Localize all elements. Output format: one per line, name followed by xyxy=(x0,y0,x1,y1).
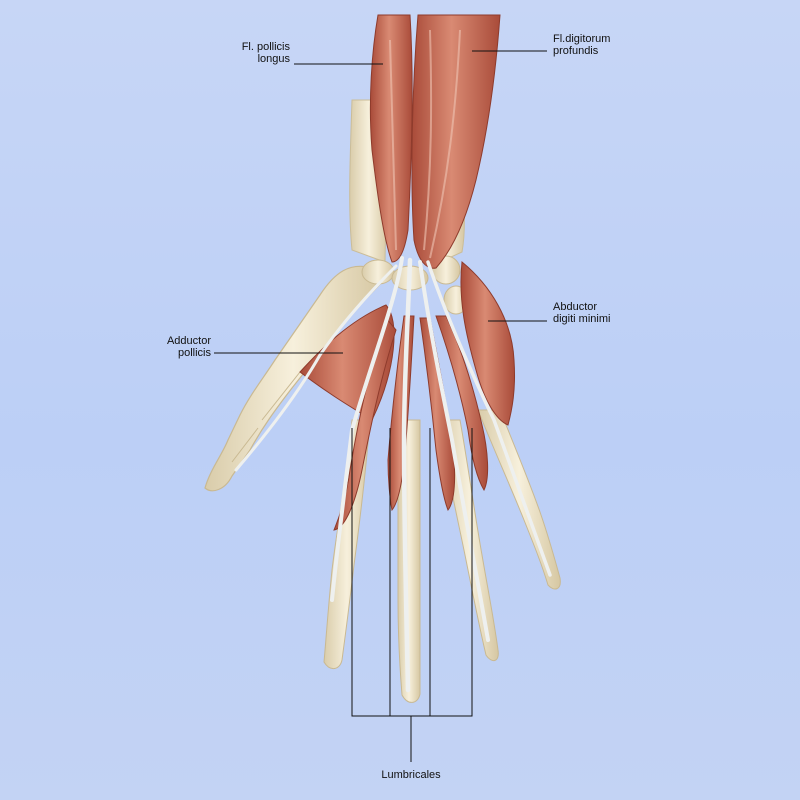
lumbrical-1 xyxy=(333,316,397,531)
label-fl-pollicis-longus: Fl. pollicis longus xyxy=(242,41,290,65)
label-adductor-pollicis: Adductor pollicis xyxy=(167,335,211,359)
label-fl-digitorum-profundus-line-1: Fl.digitorum xyxy=(553,33,611,45)
forearm-muscles xyxy=(369,14,501,269)
label-fl-digitorum-profundus-line-2: profundis xyxy=(553,45,599,57)
label-abductor-digiti-minimi-line-1: Abductor xyxy=(553,301,598,313)
label-fl-pollicis-longus-line-1: Fl. pollicis xyxy=(241,41,290,53)
label-fl-pollicis-longus-line-2: longus xyxy=(257,53,290,65)
label-abductor-digiti-minimi-line-2: digiti minimi xyxy=(553,313,611,325)
lumbrical-4 xyxy=(435,315,489,492)
label-adductor-pollicis-line-1: Adductor xyxy=(166,335,211,347)
label-lumbricales-text: Lumbricales xyxy=(381,769,441,781)
leader-lumbricales xyxy=(351,428,473,762)
tendons xyxy=(234,256,552,693)
label-abductor-digiti-minimi: Abductor digiti minimi xyxy=(553,301,610,325)
leader-lines xyxy=(214,50,547,762)
label-adductor-pollicis-line-2: pollicis xyxy=(177,347,211,359)
abductor-digiti-minimi-muscle xyxy=(460,261,516,426)
label-lumbricales: Lumbricales xyxy=(361,769,461,781)
label-fl-digitorum-profundus: Fl.digitorum profundis xyxy=(553,33,610,57)
